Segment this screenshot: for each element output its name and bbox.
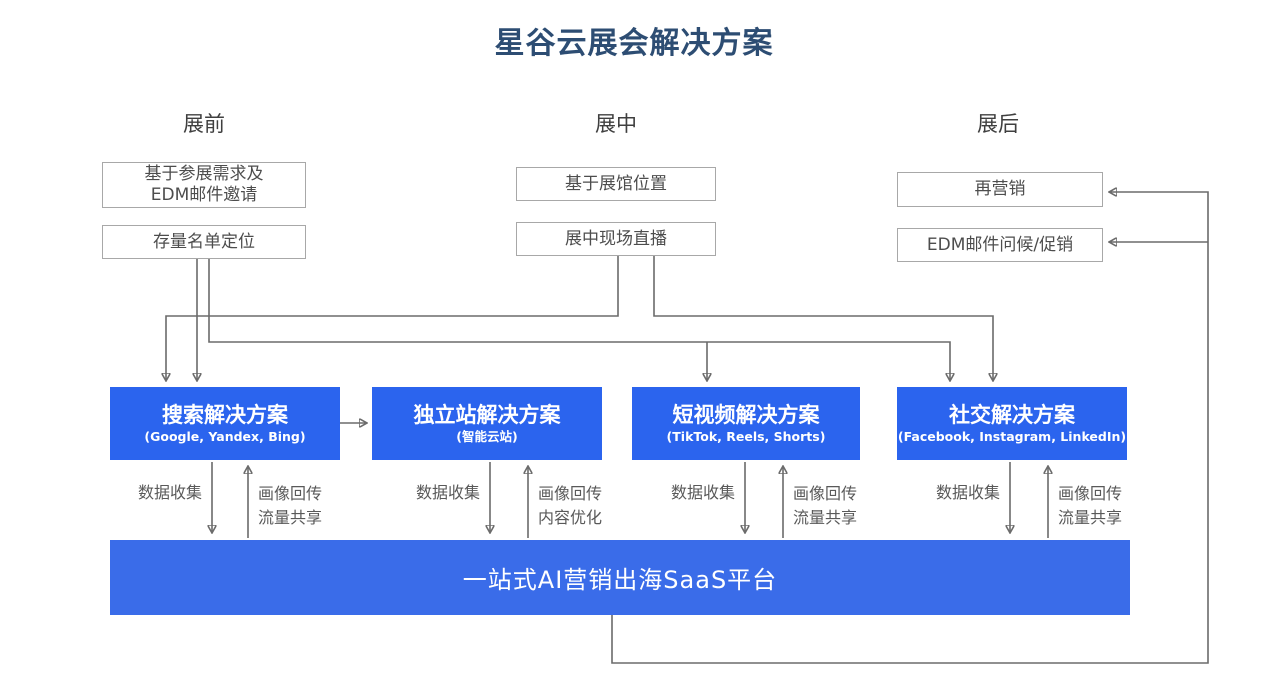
label-data-collect-4: 数据收集 [935,483,1000,502]
arrow-live-to-search [166,256,619,380]
box-edm-invitation-line1: 基于参展需求及 [144,164,264,184]
arrow-live-to-social [653,256,993,380]
page-title: 星谷云展会解决方案 [494,26,774,61]
label-feedback-2-line1: 画像回传 [538,484,603,503]
solution-shortvideo-subtitle: (TikTok, Reels, Shorts) [666,429,826,444]
label-feedback-3-line2: 流量共享 [793,508,858,527]
platform-bar: 一站式AI营销出海SaaS平台 [110,540,1130,615]
phase-header-pre: 展前 [183,112,225,136]
label-feedback-1: 画像回传 流量共享 [258,482,368,530]
phase-header-post: 展后 [977,112,1019,136]
box-venue-location: 基于展馆位置 [516,167,716,201]
solution-social-title: 社交解决方案 [949,403,1075,427]
solution-box-website: 独立站解决方案 (智能云站) [372,387,602,460]
label-feedback-1-line1: 画像回传 [258,484,323,503]
label-feedback-3-line1: 画像回传 [793,484,858,503]
solution-box-shortvideo: 短视频解决方案 (TikTok, Reels, Shorts) [632,387,860,460]
solution-website-title: 独立站解决方案 [413,403,561,427]
label-feedback-3: 画像回传 流量共享 [793,482,903,530]
label-data-collect-2: 数据收集 [415,483,480,502]
arrow-prelist-to-social [208,259,950,380]
solution-shortvideo-title: 短视频解决方案 [672,403,820,427]
label-feedback-4-line2: 流量共享 [1058,508,1123,527]
label-feedback-4: 画像回传 流量共享 [1058,482,1168,530]
label-feedback-2-line2: 内容优化 [538,508,603,527]
label-data-collect-3: 数据收集 [670,483,735,502]
label-feedback-4-line1: 画像回传 [1058,484,1123,503]
phase-header-mid: 展中 [595,112,637,136]
label-feedback-1-line2: 流量共享 [258,508,323,527]
box-edm-followup: EDM邮件问候/促销 [897,228,1103,262]
box-live-streaming: 展中现场直播 [516,222,716,256]
solution-box-social: 社交解决方案 (Facebook, Instagram, LinkedIn) [897,387,1127,460]
solution-social-subtitle: (Facebook, Instagram, LinkedIn) [897,429,1127,444]
solution-search-subtitle: (Google, Yandex, Bing) [144,429,306,444]
label-data-collect-1: 数据收集 [137,483,202,502]
label-feedback-2: 画像回传 内容优化 [538,482,648,530]
box-existing-list-targeting: 存量名单定位 [102,225,306,259]
solution-search-title: 搜索解决方案 [162,403,288,427]
solution-website-subtitle: (智能云站) [456,429,518,444]
solution-box-search: 搜索解决方案 (Google, Yandex, Bing) [110,387,340,460]
box-edm-invitation: 基于参展需求及 EDM邮件邀请 [102,162,306,208]
box-edm-invitation-line2: EDM邮件邀请 [150,185,258,205]
box-remarketing: 再营销 [897,172,1103,207]
